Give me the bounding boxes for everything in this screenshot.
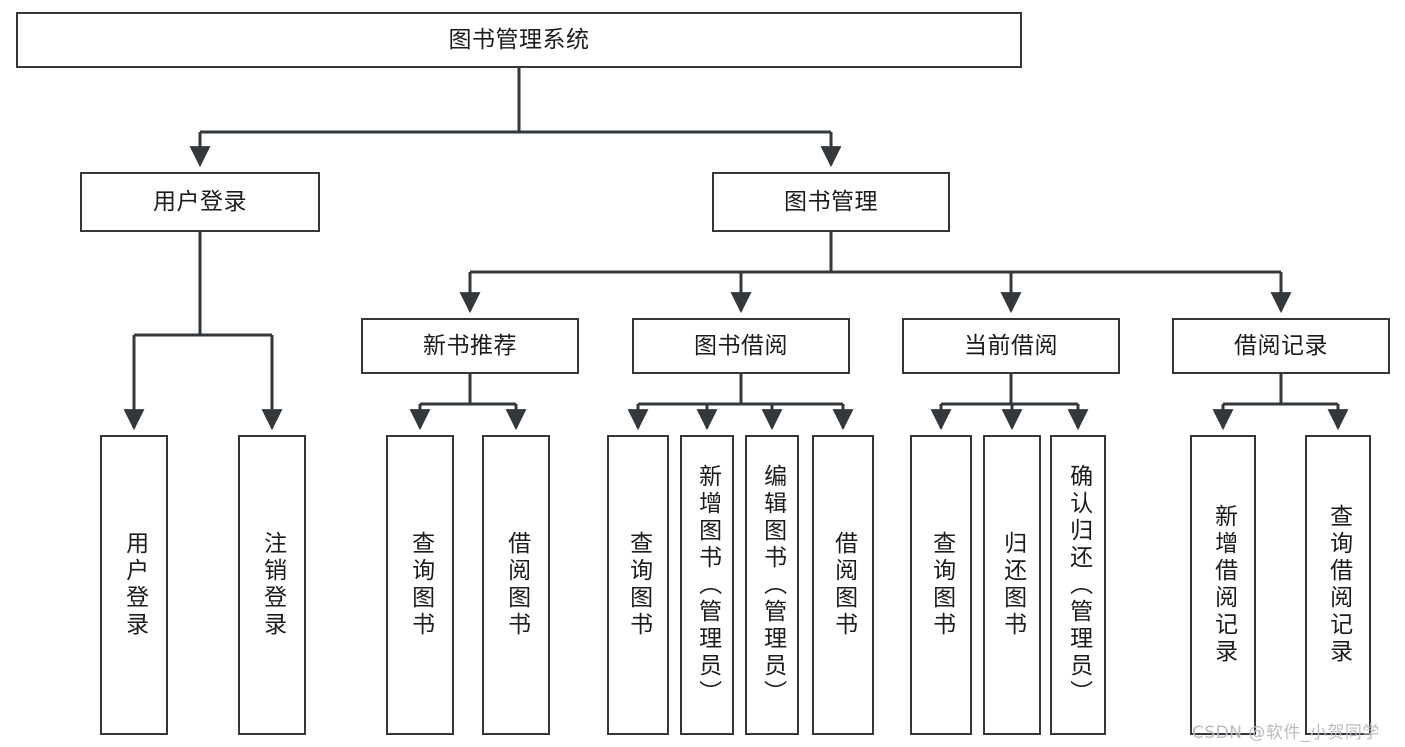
node-leaf-borrow-book-1-label: 借阅图书 — [503, 531, 530, 639]
node-current-borrow[interactable]: 当前借阅 — [902, 318, 1120, 374]
node-leaf-query-book-3[interactable]: 查询图书 — [910, 435, 972, 735]
node-leaf-add-record[interactable]: 新增借阅记录 — [1190, 435, 1256, 735]
node-leaf-query-book-3-label: 查询图书 — [928, 531, 955, 639]
node-leaf-borrow-book-2-label: 借阅图书 — [830, 531, 857, 639]
node-leaf-query-record-label: 查询借阅记录 — [1325, 504, 1352, 666]
node-new-book-rec[interactable]: 新书推荐 — [361, 318, 579, 374]
node-leaf-return-book-label: 归还图书 — [999, 531, 1026, 639]
node-book-manage-label: 图书管理 — [784, 188, 878, 215]
node-current-borrow-label: 当前借阅 — [964, 332, 1058, 359]
node-borrow-record[interactable]: 借阅记录 — [1172, 318, 1390, 374]
node-leaf-edit-book-label: 编辑图书（管理员） — [759, 463, 786, 707]
node-root-label: 图书管理系统 — [448, 26, 590, 53]
node-leaf-return-book[interactable]: 归还图书 — [983, 435, 1041, 735]
node-book-borrow[interactable]: 图书借阅 — [632, 318, 850, 374]
node-user-login-label: 用户登录 — [153, 188, 247, 215]
node-leaf-add-record-label: 新增借阅记录 — [1210, 504, 1237, 666]
node-user-login[interactable]: 用户登录 — [80, 172, 320, 232]
node-leaf-logout-login-label: 注销登录 — [259, 531, 286, 639]
node-leaf-add-book-label: 新增图书（管理员） — [694, 463, 721, 707]
node-leaf-query-record[interactable]: 查询借阅记录 — [1305, 435, 1371, 735]
node-root[interactable]: 图书管理系统 — [16, 12, 1022, 68]
node-leaf-user-login[interactable]: 用户登录 — [100, 435, 168, 735]
node-leaf-borrow-book-1[interactable]: 借阅图书 — [482, 435, 550, 735]
node-leaf-borrow-book-2[interactable]: 借阅图书 — [812, 435, 874, 735]
node-leaf-add-book[interactable]: 新增图书（管理员） — [680, 435, 734, 735]
node-book-manage[interactable]: 图书管理 — [712, 172, 950, 232]
node-leaf-query-book-2[interactable]: 查询图书 — [607, 435, 669, 735]
node-leaf-confirm-return[interactable]: 确认归还（管理员） — [1050, 435, 1106, 735]
node-book-borrow-label: 图书借阅 — [694, 332, 788, 359]
csdn-watermark: CSDN @软件_小贺同学 — [1192, 723, 1380, 743]
node-leaf-query-book-1[interactable]: 查询图书 — [386, 435, 454, 735]
node-leaf-query-book-1-label: 查询图书 — [407, 531, 434, 639]
node-leaf-logout-login[interactable]: 注销登录 — [238, 435, 306, 735]
node-leaf-confirm-return-label: 确认归还（管理员） — [1065, 463, 1092, 707]
node-leaf-edit-book[interactable]: 编辑图书（管理员） — [745, 435, 799, 735]
node-borrow-record-label: 借阅记录 — [1234, 332, 1328, 359]
node-leaf-query-book-2-label: 查询图书 — [625, 531, 652, 639]
node-new-book-rec-label: 新书推荐 — [423, 332, 517, 359]
node-leaf-user-login-label: 用户登录 — [121, 531, 148, 639]
